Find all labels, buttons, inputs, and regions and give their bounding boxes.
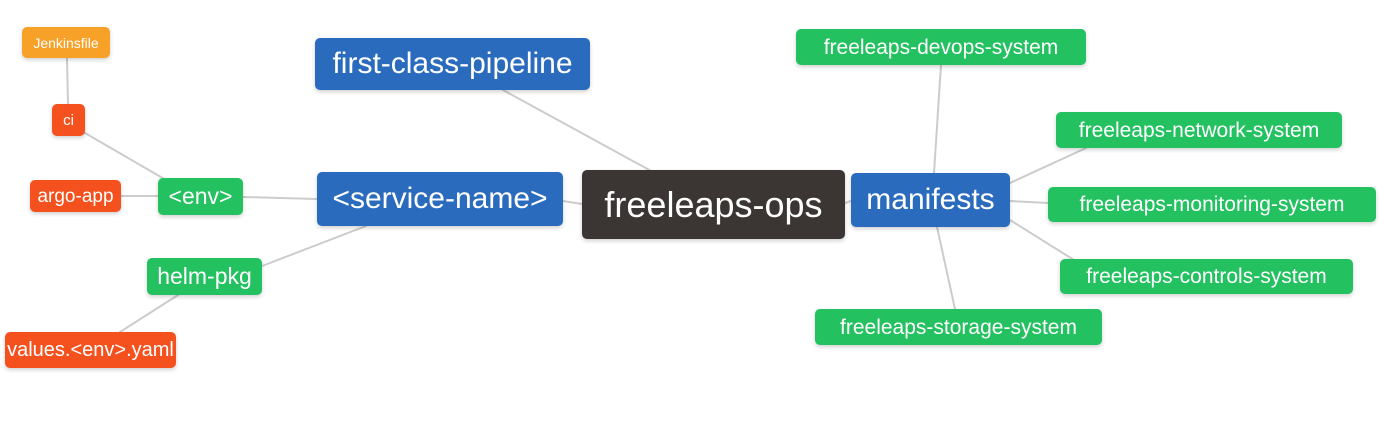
edge-manifests-to-freeleaps-monitoring-system: [1009, 200, 1049, 204]
edge-freeleaps-ops-to-manifests: [844, 200, 852, 204]
node-ci[interactable]: ci: [52, 104, 85, 136]
node-first-class-pipeline[interactable]: first-class-pipeline: [315, 38, 590, 90]
edge-manifests-to-freeleaps-devops-system: [933, 64, 942, 174]
edge-manifests-to-freeleaps-storage-system: [936, 226, 956, 310]
edge-helm-pkg-to-values-env-yaml: [119, 294, 179, 333]
node-freeleaps-controls-system[interactable]: freeleaps-controls-system: [1060, 259, 1353, 294]
node-freeleaps-devops-system[interactable]: freeleaps-devops-system: [796, 29, 1086, 65]
node-freeleaps-network-system[interactable]: freeleaps-network-system: [1056, 112, 1342, 148]
node-freeleaps-monitoring-system[interactable]: freeleaps-monitoring-system: [1048, 187, 1376, 222]
node-values-env-yaml[interactable]: values.<env>.yaml: [5, 332, 176, 368]
node-freeleaps-storage-system[interactable]: freeleaps-storage-system: [815, 309, 1102, 345]
edge-jenkinsfile-to-ci: [66, 57, 69, 105]
node-env[interactable]: <env>: [158, 178, 243, 215]
edge-first-class-pipeline-to-freeleaps-ops: [502, 89, 654, 173]
edge-service-name-to-helm-pkg: [261, 225, 367, 267]
edge-env-to-service-name: [242, 196, 318, 200]
node-service-name[interactable]: <service-name>: [317, 172, 563, 226]
node-helm-pkg[interactable]: helm-pkg: [147, 258, 262, 295]
node-argo-app[interactable]: argo-app: [30, 180, 121, 212]
node-jenkinsfile[interactable]: Jenkinsfile: [22, 27, 110, 58]
node-freeleaps-ops[interactable]: freeleaps-ops: [582, 170, 845, 239]
edge-ci-to-env: [84, 132, 167, 181]
edge-manifests-to-freeleaps-network-system: [1009, 147, 1087, 184]
edge-manifests-to-freeleaps-controls-system: [1009, 219, 1075, 261]
node-manifests[interactable]: manifests: [851, 173, 1010, 227]
edge-service-name-to-freeleaps-ops: [562, 200, 583, 205]
